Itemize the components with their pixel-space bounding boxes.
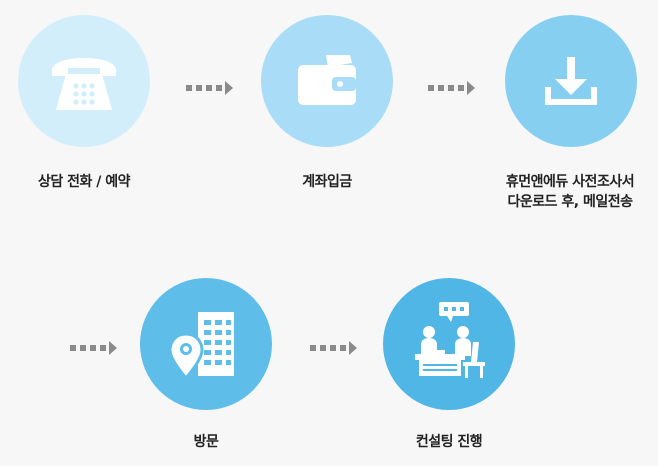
step-3-label: 휴먼앤에듀 사전조사서 다운로드 후, 메일전송 (505, 174, 635, 210)
consulting-meeting-icon (415, 302, 485, 378)
office-location-icon (168, 312, 234, 381)
arrow-right-icon (428, 81, 475, 95)
wallet-icon (298, 55, 356, 105)
arrow-right-icon (70, 341, 117, 355)
step-2-label: 계좌입금 (302, 174, 352, 190)
step-5-label: 컨설팅 진행 (415, 434, 483, 450)
telephone-icon (52, 58, 116, 110)
download-icon (545, 57, 597, 105)
step-4-circle (140, 278, 272, 410)
step-5-circle (383, 278, 515, 410)
step-3-circle (505, 15, 637, 147)
step-2-circle (261, 15, 393, 147)
step-1-circle (18, 15, 150, 147)
arrow-right-icon (186, 81, 233, 95)
step-1-label: 상담 전화 / 예약 (37, 174, 131, 190)
arrow-right-icon (310, 341, 357, 355)
step-4-label: 방문 (193, 434, 219, 450)
